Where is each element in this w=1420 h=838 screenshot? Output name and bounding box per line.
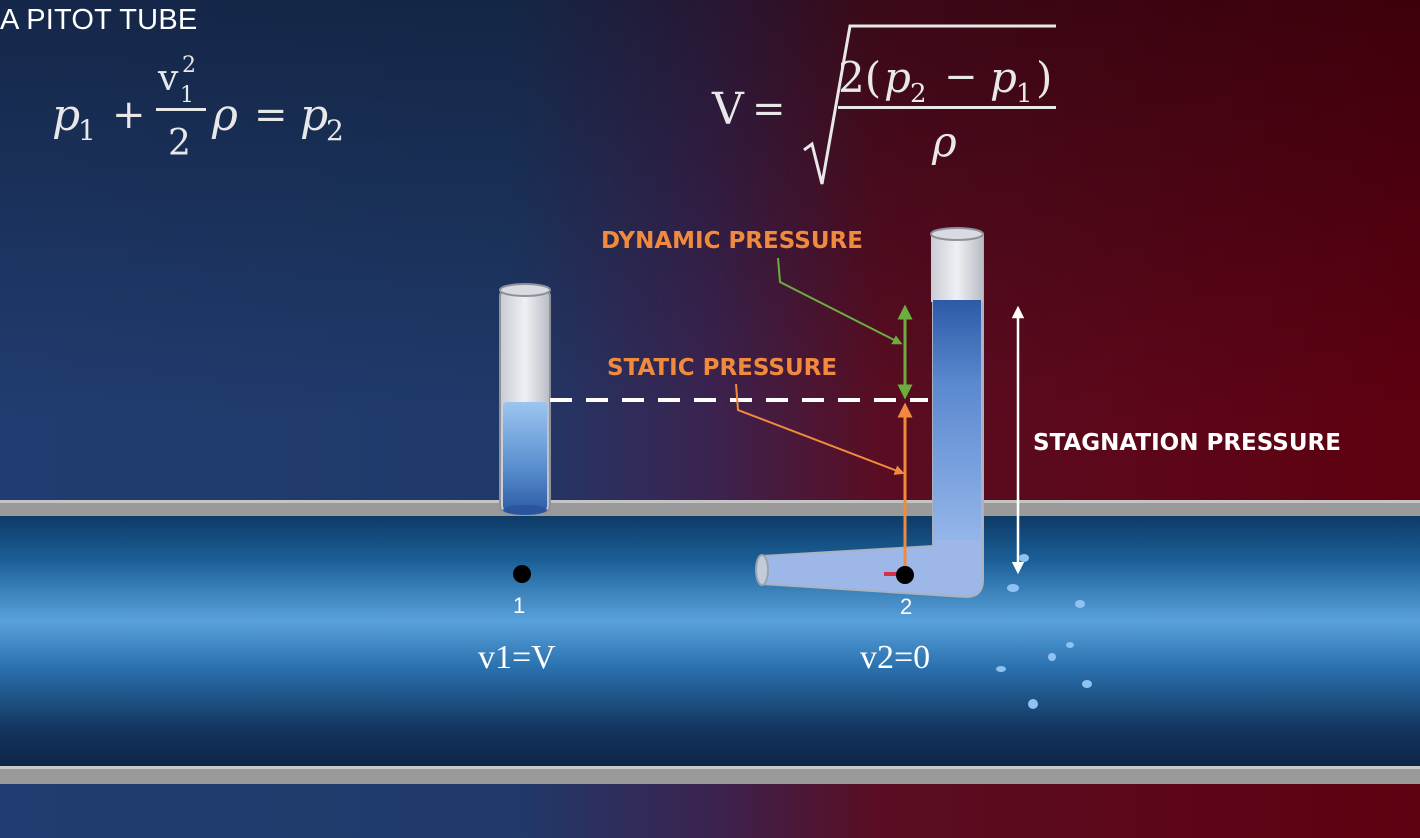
static-tube-bottom — [503, 505, 547, 515]
eq2-p2-sub: 2 — [910, 79, 927, 109]
droplet — [996, 666, 1006, 672]
droplet — [1028, 699, 1038, 709]
point-1-marker — [513, 565, 531, 583]
pipe-water — [0, 515, 1420, 767]
dynamic-pressure-leader — [777, 257, 903, 345]
eq1-v-sup: 2 — [182, 53, 196, 78]
bernoulli-equation: p 1 + v 1 2 2 ρ = p 2 — [52, 53, 344, 164]
page-title: A PITOT TUBE — [0, 4, 198, 36]
static-tube-water — [503, 402, 547, 510]
eq1-p2-sub: 2 — [326, 114, 344, 147]
eq1-denominator: 2 — [168, 123, 191, 164]
eq2-sqrt-sign — [803, 24, 1056, 185]
eq2-equals: = — [752, 86, 786, 132]
pitot-tube — [755, 227, 984, 599]
eq2-fraction-bar — [838, 106, 1056, 109]
static-tube-rim — [499, 283, 551, 297]
pitot-tube-rim — [930, 227, 984, 241]
pipe-bottom-wall-highlight — [0, 766, 1420, 769]
velocity-equation: V = 2( p 2 − p 1 ) ρ — [711, 24, 1056, 185]
static-tube — [499, 283, 551, 515]
eq1-v-sub: 1 — [180, 83, 194, 108]
pipe-bottom-wall — [0, 766, 1420, 784]
v1-label: v1=V — [478, 639, 556, 676]
droplet — [1019, 554, 1029, 562]
water-droplets — [996, 554, 1092, 709]
point-2-stagnation-tick — [884, 572, 898, 576]
eq2-V: V — [711, 84, 745, 135]
dynamic-pressure-label: DYNAMIC PRESSURE — [601, 228, 863, 254]
stagnation-pressure-label: STAGNATION PRESSURE — [1033, 430, 1341, 456]
v2-label: v2=0 — [860, 639, 930, 676]
point-2-marker — [896, 566, 914, 584]
eq1-equals: = — [254, 92, 288, 138]
eq1-p-sub: 1 — [78, 114, 96, 147]
point-2-label: 2 — [900, 594, 912, 619]
eq1-fraction-bar — [156, 108, 206, 111]
eq2-p1: p — [990, 53, 1017, 102]
eq2-p2: p — [884, 53, 911, 102]
point-1-label: 1 — [513, 593, 525, 618]
droplet — [1048, 653, 1056, 661]
static-pressure-leader — [735, 383, 905, 475]
droplet — [1082, 680, 1092, 688]
eq1-p: p — [52, 90, 80, 141]
pitot-tube-water-column — [933, 300, 981, 540]
pipe-top-wall — [0, 500, 1420, 516]
eq1-v: v — [157, 58, 179, 99]
eq1-rho: ρ — [211, 90, 238, 141]
droplet — [1007, 584, 1019, 592]
eq2-rho: ρ — [931, 117, 957, 166]
eq2-minus: − — [944, 54, 978, 100]
eq2-two-paren: 2( — [838, 53, 881, 102]
droplet — [1066, 642, 1074, 648]
eq1-plus: + — [112, 92, 146, 138]
pipe-top-wall-highlight — [0, 500, 1420, 503]
static-pressure-label: STATIC PRESSURE — [607, 355, 837, 381]
eq1-p2: p — [300, 90, 328, 141]
pitot-tube-glass-top — [931, 234, 983, 302]
eq2-close-paren: ) — [1036, 53, 1052, 102]
droplet — [1075, 600, 1085, 608]
eq2-p1-sub: 1 — [1016, 79, 1033, 109]
pitot-tube-inlet — [755, 554, 769, 586]
